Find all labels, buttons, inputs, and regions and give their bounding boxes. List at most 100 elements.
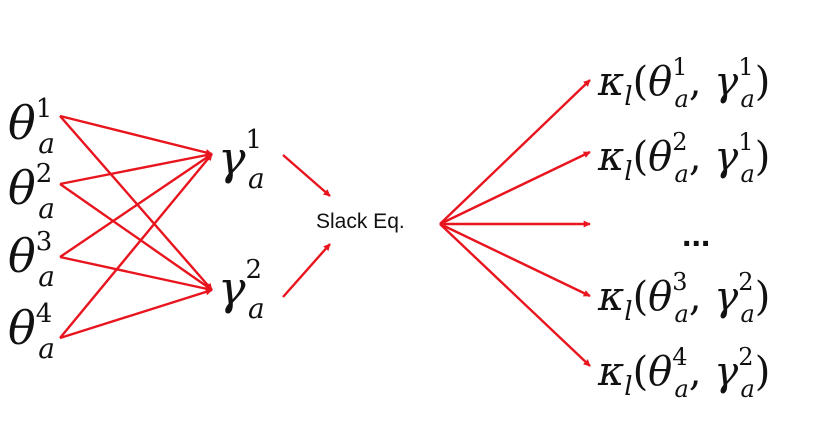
theta-subscript: a [675, 375, 689, 403]
gamma-subscript: a [740, 160, 754, 188]
svg-text:κl(θ3a, γ2a): κl(θ3 a, γ2 a) [597, 268, 770, 328]
gamma-superscript: 2 [738, 343, 753, 371]
kappa-symbol: κ [597, 274, 624, 320]
theta-subscript: a [38, 192, 55, 225]
gamma-subscript: a [740, 375, 754, 403]
open-paren: ( [633, 59, 649, 105]
open-paren: ( [633, 349, 649, 395]
arrow-slack-eq-to-out1 [439, 150, 591, 226]
theta-symbol: θ [8, 301, 36, 355]
gamma-symbol: γ [218, 261, 246, 315]
theta-symbol: θ [8, 161, 36, 215]
theta-superscript: 3 [672, 268, 687, 296]
open-paren: ( [633, 134, 649, 180]
center-label-slack-eq: Slack Eq. [316, 210, 405, 233]
kappa-subscript: l [624, 297, 632, 327]
kappa-symbol: κ [597, 134, 624, 180]
gamma-node-2: γ2 a [218, 255, 265, 325]
arrow-theta2-to-gamma1 [59, 151, 213, 186]
arrow-gamma1-to-slack-eq [282, 154, 331, 197]
comma: , [689, 274, 714, 320]
arrows-layer [59, 79, 591, 367]
theta-superscript: 3 [36, 227, 53, 257]
svg-text:θ3a: θ3a [8, 227, 55, 293]
gamma-subscript: a [740, 85, 754, 113]
gamma-subscript: a [740, 300, 754, 328]
gamma-superscript: 1 [246, 125, 263, 155]
comma: , [689, 59, 714, 105]
svg-text:θ1a: θ1a [8, 94, 55, 160]
close-paren: ) [755, 349, 771, 395]
gamma-superscript: 2 [246, 255, 263, 285]
theta-symbol: θ [648, 134, 672, 180]
theta-subscript: a [38, 332, 55, 365]
gamma-symbol: γ [714, 134, 738, 180]
svg-text:κl(θ4a, γ2a): κl(θ4 a, γ2 a) [597, 343, 770, 403]
kappa-symbol: κ [597, 59, 624, 105]
theta-symbol: θ [8, 229, 36, 283]
svg-text:κl(θ1a, γ1a): κl(θ1a, γ1a) [597, 53, 770, 113]
theta-symbol: θ [648, 349, 672, 395]
arrow-theta4-to-gamma2 [59, 288, 213, 340]
theta-subscript: a [38, 260, 55, 293]
theta-superscript: 2 [672, 128, 687, 156]
arrow-theta1-to-gamma1 [59, 114, 213, 156]
gamma-symbol: γ [714, 59, 738, 105]
gamma-symbol: γ [218, 131, 246, 185]
output-node-3: κl(θ3 a, γ2 a) [597, 268, 770, 328]
kappa-subscript: l [624, 82, 632, 112]
theta-superscript: 2 [36, 159, 53, 189]
gamma-symbol: γ [714, 274, 738, 320]
gamma-subscript: a [248, 162, 265, 195]
close-paren: ) [755, 59, 771, 105]
arrow-slack-eq-to-out3 [439, 223, 591, 367]
svg-text:γ2a: γ2 a [218, 255, 265, 325]
arrow-gamma2-to-slack-eq [282, 243, 331, 298]
theta-symbol: θ [648, 274, 672, 320]
gamma-subscript: a [248, 292, 265, 325]
ellipsis-label: ... [682, 216, 710, 254]
theta-subscript: a [675, 160, 689, 188]
comma: , [689, 349, 714, 395]
theta-superscript: 1 [36, 94, 53, 124]
gamma-node-1: γ1 a [218, 125, 265, 195]
arrow-theta4-to-gamma1 [59, 153, 213, 339]
theta-superscript: 4 [36, 299, 53, 329]
theta-superscript: 4 [672, 343, 687, 371]
gamma-superscript: 1 [738, 128, 753, 156]
svg-text:θ2a: θ2a [8, 159, 55, 225]
arrow-theta1-to-gamma2 [59, 115, 213, 291]
arrow-theta3-to-gamma1 [59, 153, 213, 258]
output-node-2: κl(θ2 a, γ1 a) [597, 128, 770, 188]
svg-text:γ1a: γ1 a [218, 125, 265, 195]
arrow-theta2-to-gamma2 [59, 183, 213, 291]
gamma-superscript: 1 [738, 53, 753, 81]
theta-symbol: θ [648, 59, 672, 105]
theta-subscript: a [38, 127, 55, 160]
arrow-theta3-to-gamma2 [59, 255, 213, 293]
theta-superscript: 1 [672, 53, 687, 81]
close-paren: ) [755, 134, 771, 180]
output-node-4: κl(θ4 a, γ2 a) [597, 343, 770, 403]
kappa-subscript: l [624, 157, 632, 187]
arrow-slack-eq-to-out2 [439, 222, 591, 298]
comma: , [689, 134, 714, 180]
svg-text:θ4a: θ4a [8, 299, 55, 365]
kappa-symbol: κ [597, 349, 624, 395]
theta-subscript: a [675, 85, 689, 113]
gamma-superscript: 2 [738, 268, 753, 296]
gamma-symbol: γ [714, 349, 738, 395]
theta-subscript: a [675, 300, 689, 328]
open-paren: ( [633, 274, 649, 320]
svg-text:κl(θ2a, γ1a): κl(θ2 a, γ1 a) [597, 128, 770, 188]
close-paren: ) [755, 274, 771, 320]
arrow-slack-eq-to-out0 [439, 79, 591, 225]
kappa-subscript: l [624, 372, 632, 402]
